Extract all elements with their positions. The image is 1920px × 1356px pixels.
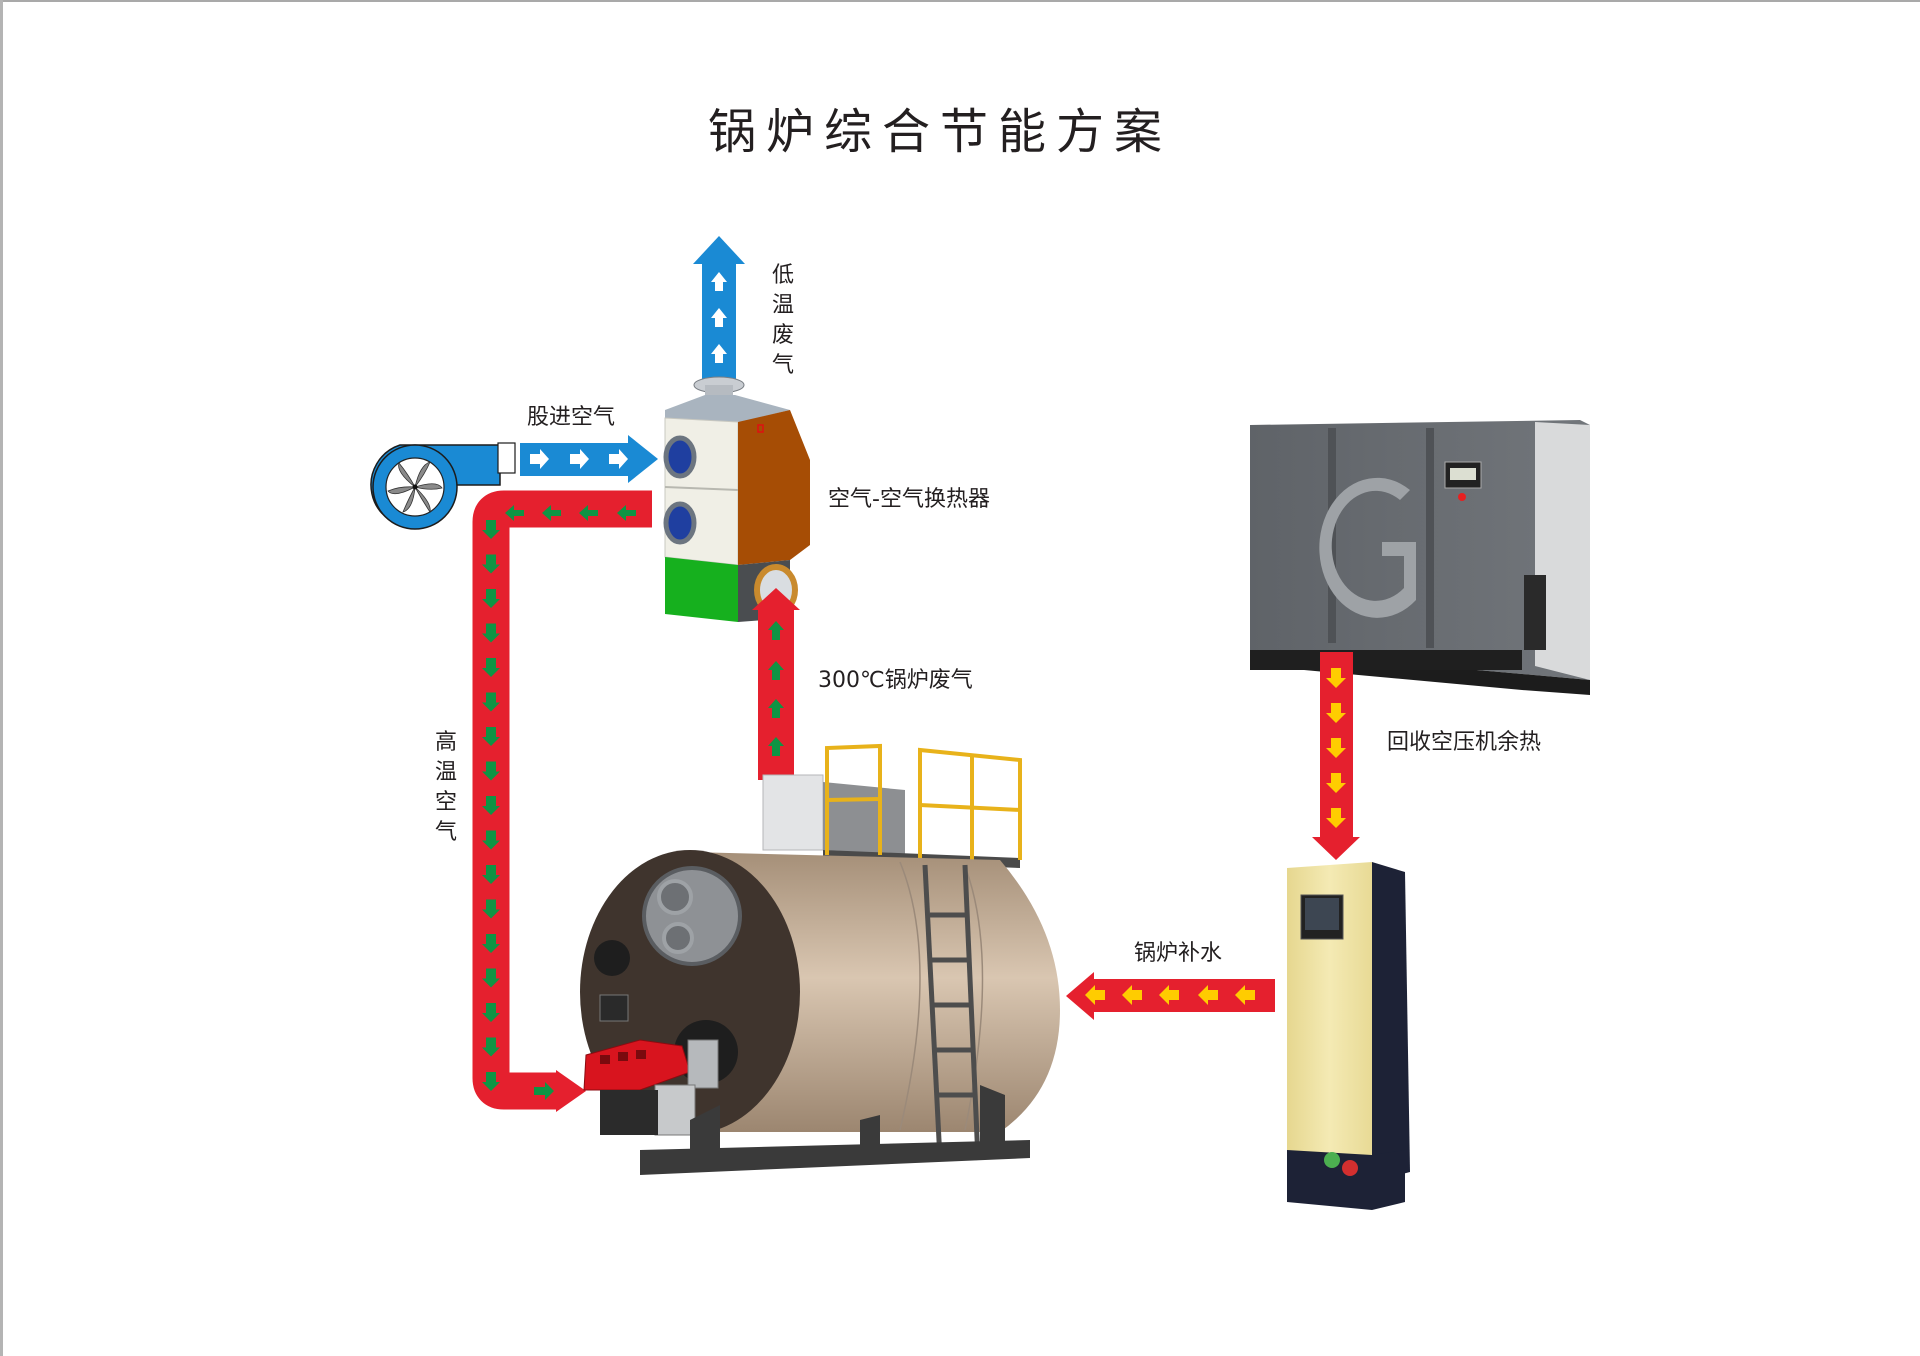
green-down-chevron xyxy=(482,589,500,608)
boiler-makeup-water-label: 锅炉补水 xyxy=(1134,941,1223,966)
green-down-chevron xyxy=(482,554,500,574)
green-down-chevron xyxy=(482,1003,500,1022)
heat-exchanger-label: 空气-空气换热器 xyxy=(828,487,990,512)
yellow-left-chevron xyxy=(1122,985,1142,1005)
forced-air-label: 股进空气 xyxy=(527,405,616,430)
green-down-chevron xyxy=(482,520,500,539)
yellow-left-chevron xyxy=(1198,985,1218,1005)
green-down-chevron xyxy=(482,727,500,746)
green-down-chevron xyxy=(482,830,500,850)
compressor-heat-arrow xyxy=(1312,652,1360,860)
air-air-heat-exchanger xyxy=(663,376,810,622)
green-down-chevron xyxy=(482,934,500,953)
compressor-heat-recovery-label: 回收空压机余热 xyxy=(1387,730,1542,755)
low-temp-exhaust-arrow xyxy=(693,236,745,380)
green-down-chevron xyxy=(482,1037,500,1057)
boiler-makeup-water-arrow xyxy=(1066,972,1275,1020)
green-down-chevron xyxy=(482,658,500,677)
yellow-down-chevron xyxy=(1326,738,1346,758)
forced-air-arrow xyxy=(520,435,658,483)
green-down-chevron xyxy=(482,968,500,988)
low-temp-exhaust-label: 低温废气 xyxy=(771,263,794,378)
page-title: 锅炉综合节能方案 xyxy=(707,104,1172,160)
high-temp-air-pipe xyxy=(472,490,652,1112)
green-chevrons xyxy=(505,505,636,521)
yellow-left-chevron xyxy=(1085,985,1105,1005)
yellow-down-chevron xyxy=(1326,773,1346,793)
green-down-chevron xyxy=(482,865,500,884)
green-down-chevron xyxy=(482,761,500,781)
green-down-chevron xyxy=(482,796,500,815)
white-up-chevrons xyxy=(711,272,727,363)
centrifugal-fan xyxy=(370,442,516,530)
air-compressor xyxy=(1250,420,1590,695)
boiler-exhaust-label: 300℃锅炉废气 xyxy=(818,668,973,693)
yellow-down-chevron xyxy=(1326,668,1346,688)
high-temp-air-label: 高温空气 xyxy=(434,730,457,845)
yellow-down-chevron xyxy=(1326,703,1346,723)
green-down-chevron xyxy=(482,899,500,919)
yellow-down-chevron xyxy=(1326,808,1346,828)
heat-pump-water-unit xyxy=(1287,862,1410,1210)
green-down-chevron xyxy=(482,623,500,643)
page-border-top xyxy=(0,0,1920,2)
ladder xyxy=(922,864,981,1161)
horizontal-boiler xyxy=(580,743,1060,1175)
boiler-exhaust-arrow xyxy=(752,588,800,780)
green-down-chevron xyxy=(482,692,500,712)
green-down-chevron xyxy=(482,1072,500,1091)
yellow-left-chevron xyxy=(1159,985,1179,1005)
yellow-handrail xyxy=(825,743,1022,860)
yellow-left-chevron xyxy=(1235,985,1255,1005)
page-border-left xyxy=(0,0,3,1356)
